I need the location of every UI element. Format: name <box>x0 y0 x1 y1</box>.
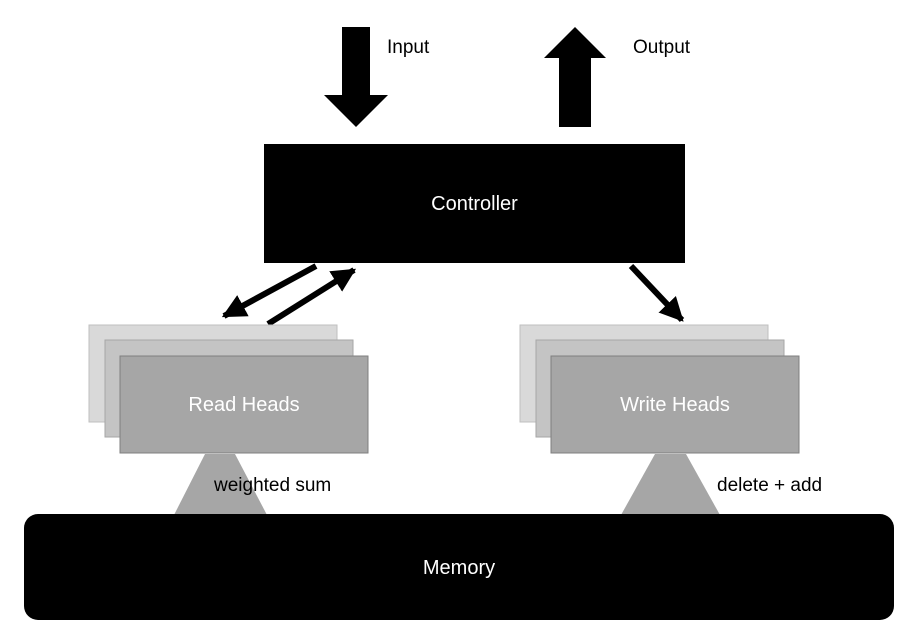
read-operation-label: weighted sum <box>213 475 331 496</box>
read-heads-label: Read Heads <box>188 394 299 416</box>
input-arrow <box>324 27 388 127</box>
read-memory-connector <box>174 454 267 515</box>
memory-label: Memory <box>423 557 495 579</box>
write-operation-label: delete + add <box>717 475 822 496</box>
memory-block <box>24 514 894 620</box>
controller-to-read-arrow <box>221 263 318 319</box>
write-head-front-card <box>550 355 800 454</box>
read-head-front-card <box>119 355 369 454</box>
controller-to-write-arrow <box>628 263 685 323</box>
controller-block <box>264 144 685 263</box>
read-to-controller-arrow <box>266 267 357 327</box>
output-arrow <box>544 27 606 127</box>
write-memory-connector <box>621 454 720 515</box>
input-label: Input <box>387 37 430 58</box>
write-heads-label: Write Heads <box>620 394 730 416</box>
output-label: Output <box>633 37 691 58</box>
controller-label: Controller <box>431 193 518 215</box>
